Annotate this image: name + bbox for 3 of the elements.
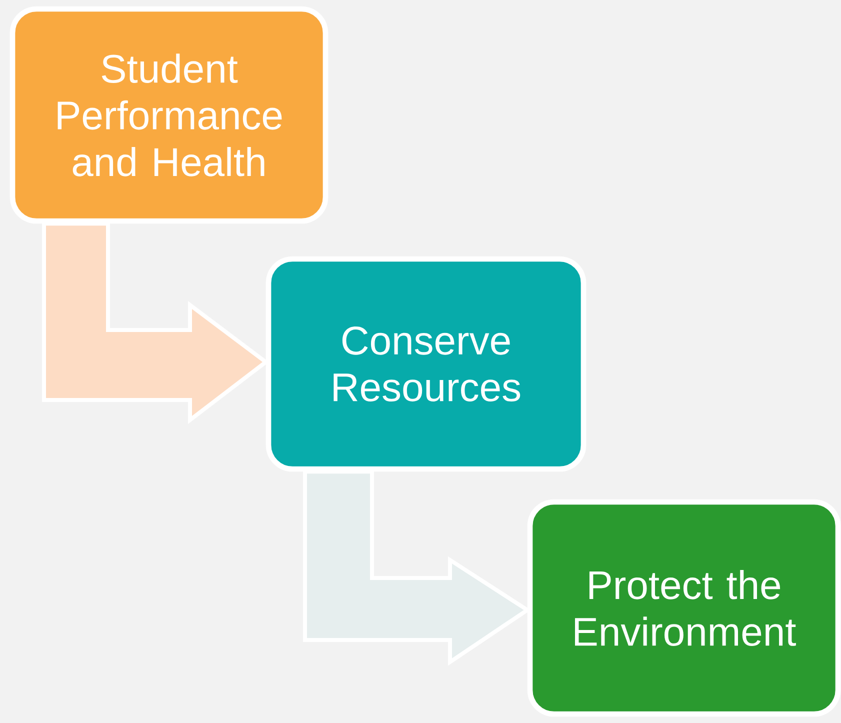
process-box: Conserve Resources: [266, 256, 586, 472]
process-box: Student Performance and Health: [10, 6, 328, 224]
process-box: Protect the Environment: [527, 499, 841, 717]
